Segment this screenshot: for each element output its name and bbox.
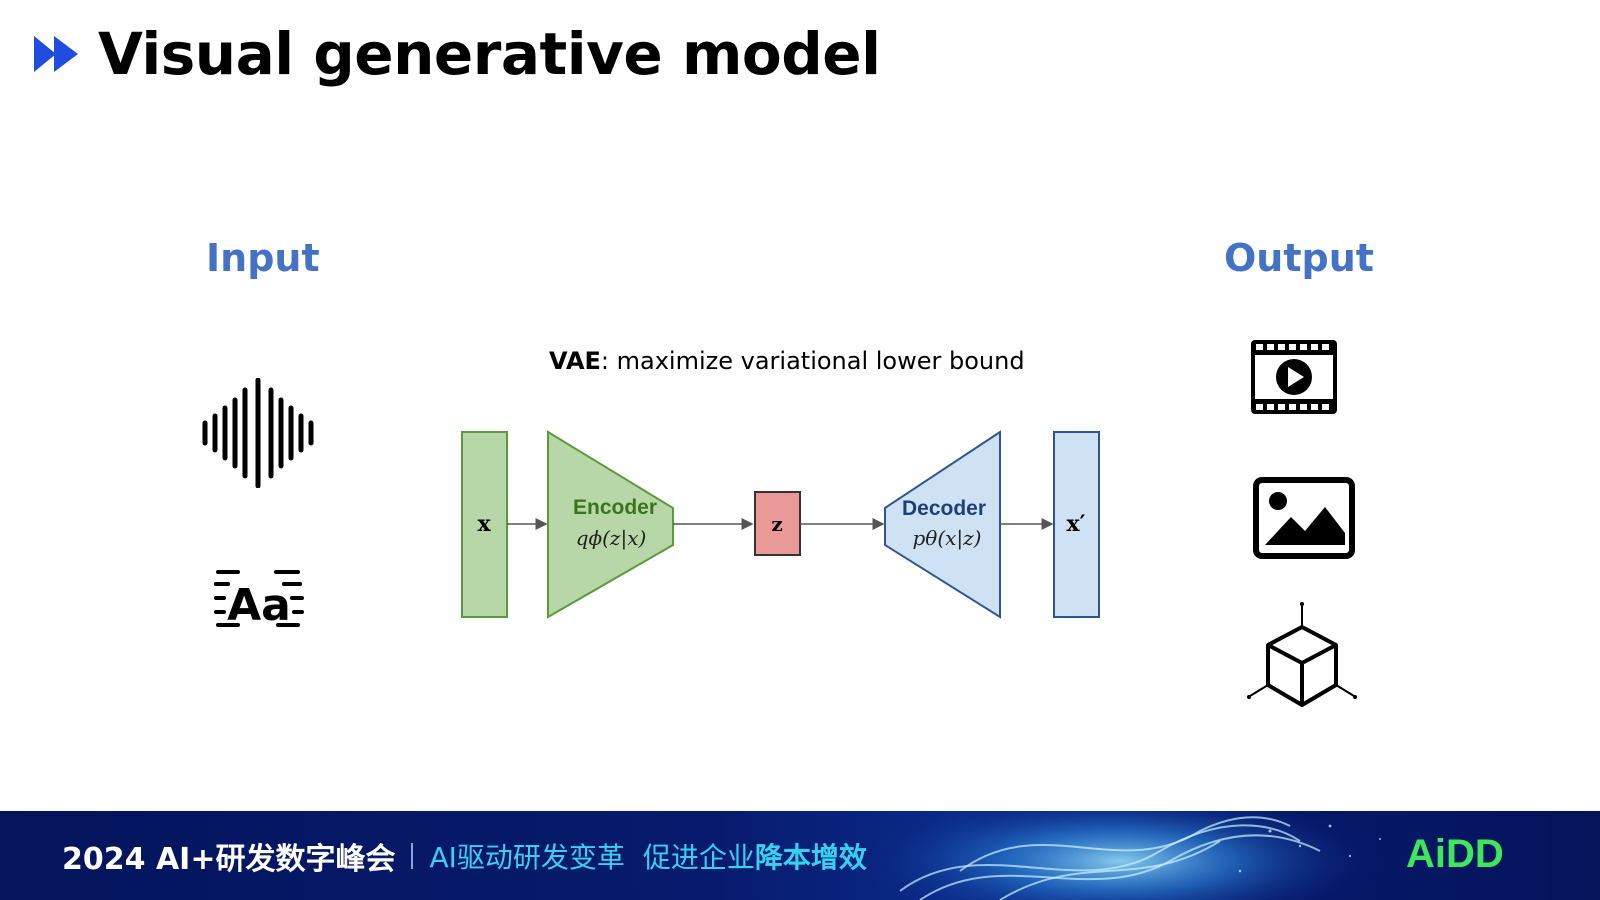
- encoder-block: [547, 430, 674, 619]
- vae-caption-text: : maximize variational lower bound: [600, 347, 1025, 375]
- slogan-part2: 促进企业: [642, 841, 755, 874]
- decoder-label: Decoder: [902, 497, 986, 520]
- double-arrow-icon: [34, 36, 78, 72]
- text-icon: Aa: [214, 570, 304, 630]
- 3d-cube-icon: [1247, 602, 1357, 707]
- light-swirl-decoration: [860, 811, 1381, 900]
- slide-title: Visual generative model: [98, 20, 881, 88]
- image-icon: [1253, 477, 1355, 559]
- logo-text: AiDD: [1406, 832, 1504, 875]
- encoder-formula: qϕ(z|x): [576, 526, 647, 551]
- output-heading: Output: [1224, 236, 1374, 280]
- input-box-label: x: [477, 511, 491, 537]
- title-row: Visual generative model: [34, 14, 881, 94]
- event-name: 2024 AI+研发数字峰会: [62, 842, 396, 877]
- vae-caption-bold: VAE: [549, 347, 601, 375]
- footer-banner: 2024 AI+研发数字峰会 AI驱动研发变革 促进企业降本增效 AiDD: [0, 811, 1600, 900]
- input-heading: Input: [206, 236, 320, 280]
- vae-diagram: x Encoder qϕ(z|x) z Decoder pθ(x|z) x′: [461, 430, 1100, 619]
- output-box: [1053, 431, 1100, 618]
- decoder-block: [884, 430, 1001, 619]
- latent-box: [754, 491, 801, 556]
- video-film-icon: [1251, 340, 1337, 414]
- vae-caption: VAE: maximize variational lower bound: [549, 347, 1025, 375]
- output-box-label: x′: [1067, 511, 1086, 537]
- audio-waveform-icon: [202, 378, 314, 488]
- footer-text: 2024 AI+研发数字峰会 AI驱动研发变革 促进企业降本增效: [62, 833, 867, 879]
- decoder-formula: pθ(x|z): [912, 526, 981, 551]
- aidd-logo: AiDD: [1406, 832, 1504, 875]
- text-icon-label: Aa: [227, 580, 291, 630]
- slogan-part3: 降本增效: [754, 841, 867, 874]
- latent-label: z: [771, 512, 782, 536]
- slogan-part1: AI驱动研发变革: [429, 841, 625, 874]
- encoder-label: Encoder: [573, 496, 657, 519]
- footer-divider: [411, 843, 414, 869]
